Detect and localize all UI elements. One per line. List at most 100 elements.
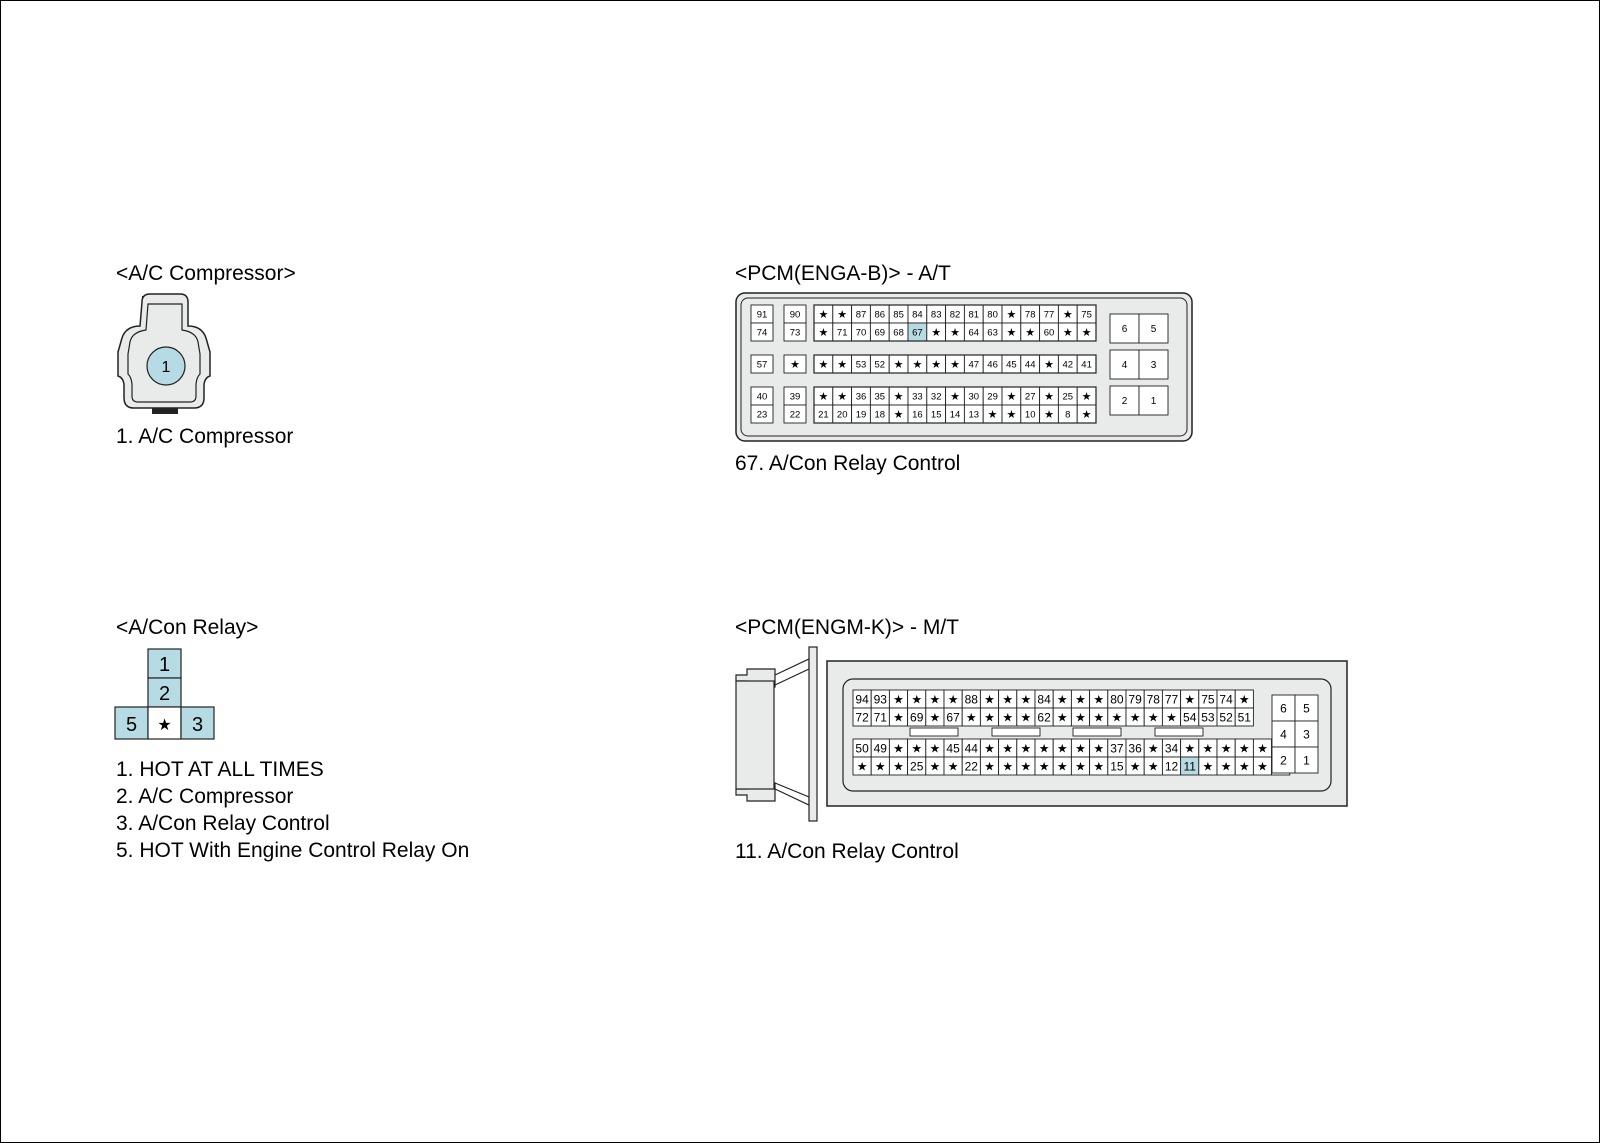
- pcm-mt-pin-label: ★: [948, 692, 959, 706]
- pcm-mt-pin-label: ★: [1075, 759, 1086, 773]
- relay-pin-1-label: 1: [159, 654, 170, 676]
- pcm-at-pin-label: 41: [1081, 359, 1092, 370]
- pcm-at-pin-label: 27: [1025, 391, 1036, 402]
- pcm-mt-pin-label: 72: [855, 710, 869, 724]
- pcm-at-pin-label: 25: [1063, 391, 1074, 402]
- pcm-at-pin-label: 19: [856, 409, 867, 420]
- pcm-mt-pin-label: ★: [930, 759, 941, 773]
- pcm-at-right-pin-label: 2: [1122, 396, 1128, 407]
- pcm-at-pin-label: 30: [969, 391, 980, 402]
- pcm-at-pin-label: 39: [790, 391, 801, 402]
- pcm-at-right-pin-label: 6: [1122, 324, 1128, 335]
- pcm-mt-pin-label: 79: [1128, 692, 1142, 706]
- pcm-mt-pin-label: ★: [1257, 741, 1268, 755]
- pcm-at-pin-label: 82: [950, 309, 961, 320]
- pcm-at-pin: [750, 322, 774, 342]
- pcm-mt-pin-label: ★: [875, 759, 886, 773]
- pcm-mt-pin-label: 22: [965, 759, 979, 773]
- pcm-at-pin-label: 53: [856, 359, 867, 370]
- relay-pin-2: [147, 677, 182, 708]
- pcm-mt-pin-label: ★: [1130, 710, 1141, 724]
- pcm-mt-pin-label: 80: [1110, 692, 1124, 706]
- pcm-at-title: <PCM(ENGA-B)> - A/T: [735, 262, 951, 285]
- pcm-mt-pin-label: ★: [1166, 710, 1177, 724]
- pcm-mt-right-pin-label: 1: [1303, 753, 1310, 767]
- pcm-at-pin-label: ★: [1006, 327, 1016, 339]
- pcm-mt-right-pin-label: 4: [1280, 727, 1287, 741]
- pcm-at-pin-label: ★: [1006, 309, 1016, 321]
- pcm-mt-pin-label: 45: [946, 741, 960, 755]
- pcm-at-pin-label: 36: [856, 391, 867, 402]
- pcm-mt-pin-label: ★: [1039, 759, 1050, 773]
- pcm-mt-pin-label: ★: [1057, 692, 1068, 706]
- pcm-mt-pin-label: ★: [1002, 759, 1013, 773]
- pcm-at-pin-highlight-label: 67: [912, 327, 923, 338]
- pcm-mt-right-pin-label: 5: [1303, 701, 1310, 715]
- pcm-at-pin-label: 78: [1025, 309, 1036, 320]
- pcm-at-pin-label: 77: [1044, 309, 1055, 320]
- pcm-at-pin: [783, 322, 807, 342]
- pcm-mt-pin-label: 12: [1165, 759, 1179, 773]
- compressor-connector: 1: [117, 293, 211, 414]
- pcm-at-pin-label: 14: [950, 409, 961, 420]
- pcm-at-pin-label: 80: [987, 309, 998, 320]
- relay-legend-item: 5. HOT With Engine Control Relay On: [116, 839, 470, 862]
- pcm-at-pin-label: ★: [1082, 409, 1092, 421]
- pcm-at-pin-label: ★: [894, 409, 904, 421]
- pcm-mt-pin-label: ★: [1021, 759, 1032, 773]
- pcm-at-pin-label: 13: [969, 409, 980, 420]
- pcm-at-pin-label: 33: [912, 391, 923, 402]
- pcm-at-pin-label: ★: [1082, 327, 1092, 339]
- pcm-at-pin-label: ★: [1044, 391, 1054, 403]
- relay-pin-3: [180, 706, 215, 740]
- pcm-mt-pin-label: 51: [1238, 710, 1252, 724]
- pcm-mt-pin-label: ★: [930, 692, 941, 706]
- pcm-mt-pin-label: 78: [1147, 692, 1161, 706]
- pcm-mt-pin-label: ★: [984, 741, 995, 755]
- pcm-mt-pin-label: 62: [1037, 710, 1051, 724]
- pcm-at-pin-label: 29: [987, 391, 998, 402]
- compressor-pin-label: 1: [162, 359, 171, 376]
- relay-pin-empty-label: ★: [157, 717, 171, 734]
- pcm-at-pin-label: 69: [875, 327, 886, 338]
- pcm-at-pin-label: 87: [856, 309, 867, 320]
- pcm-at-pin-label: ★: [818, 391, 828, 403]
- relay-legend: 1. HOT AT ALL TIMES 2. A/C Compressor 3.…: [116, 756, 469, 864]
- pcm-mt-pin-label: ★: [1039, 741, 1050, 755]
- pcm-at-pin-label: 60: [1044, 327, 1055, 338]
- pcm-mt-pin-label: ★: [1184, 692, 1195, 706]
- pcm-at-pin-label: ★: [894, 359, 904, 371]
- relay-pin-2-label: 2: [159, 683, 170, 705]
- pcm-at-pin-label: ★: [912, 359, 922, 371]
- pcm-at-pin-label: ★: [837, 359, 847, 371]
- pcm-mt-pin-label: 53: [1201, 710, 1215, 724]
- pcm-mt-pin-label: ★: [984, 710, 995, 724]
- relay-pin-3-label: 3: [192, 714, 203, 736]
- pcm-at-pin: [750, 354, 774, 374]
- compressor-bottom-tab: [152, 408, 178, 414]
- pcm-at-pin-label: 83: [931, 309, 942, 320]
- pcm-mt-pin-label: ★: [1002, 710, 1013, 724]
- pcm-mt-pin-label: 69: [910, 710, 924, 724]
- pcm-mt-pin-label: ★: [1112, 710, 1123, 724]
- pcm-at-pin-label: ★: [837, 309, 847, 321]
- compressor-title: <A/C Compressor>: [116, 262, 296, 285]
- pcm-mt-pin-label: ★: [893, 759, 904, 773]
- pcm-at-pin-label: 64: [969, 327, 980, 338]
- pcm-at-pin-label: 35: [875, 391, 886, 402]
- pcm-mt-pin-label: ★: [1203, 759, 1214, 773]
- pcm-mt-pin-label: ★: [893, 741, 904, 755]
- pcm-at-legend: 67. A/Con Relay Control: [735, 450, 960, 477]
- pcm-at-pin-label: ★: [1044, 409, 1054, 421]
- pcm-mt-pin-label: ★: [930, 741, 941, 755]
- pcm-at-pin-label: ★: [837, 391, 847, 403]
- pcm-mt-pin-label: ★: [948, 759, 959, 773]
- pcm-at-pin-label: 32: [931, 391, 942, 402]
- pcm-mt-pin-label: 36: [1128, 741, 1142, 755]
- pcm-mt-legend: 11. A/Con Relay Control: [735, 838, 959, 865]
- pcm-mt-shroud: [735, 680, 775, 790]
- pcm-mt-pin-label: ★: [911, 692, 922, 706]
- pcm-mt-pin-label: 34: [1165, 741, 1179, 755]
- pcm-at-pin-label: 23: [757, 409, 768, 420]
